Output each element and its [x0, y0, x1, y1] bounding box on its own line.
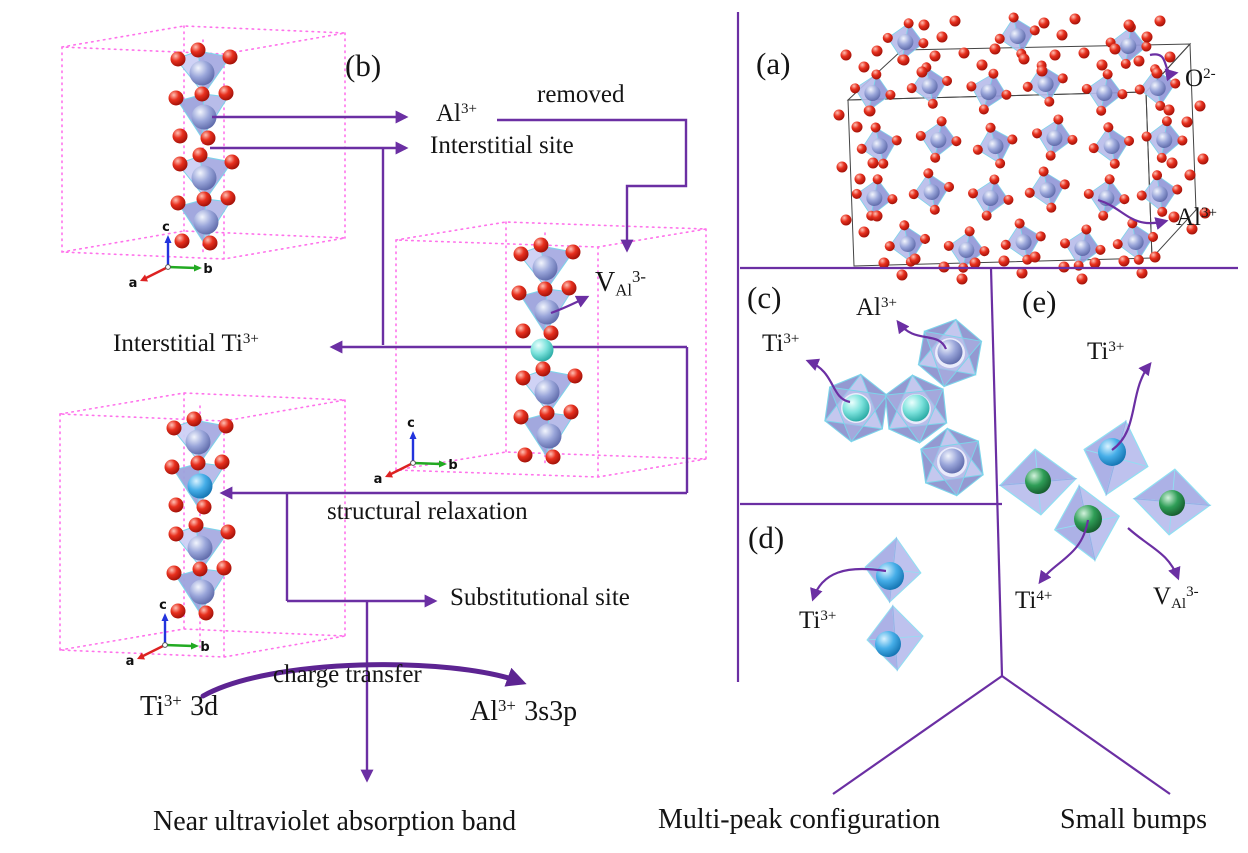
arrow-val-ion-e [1127, 527, 1181, 581]
tree-line-multipeak [832, 675, 1003, 795]
panel-c-label: (c) [747, 280, 782, 315]
arrow-al-ion-a [1097, 198, 1169, 230]
tree-line-smallbumps [1001, 675, 1171, 795]
arrow-ti-ion-d [810, 567, 887, 602]
arrow-ti-ion-c [805, 358, 851, 404]
label-ti3-ion-c: Ti3+ [762, 330, 800, 357]
crystal-interstitial-figure [511, 237, 583, 465]
label-charge-transfer: charge transfer [273, 661, 422, 688]
arrow-val-vacancy [550, 295, 590, 315]
label-v-al-vacancy: VAl3- [595, 267, 646, 300]
annotation-arrows [550, 53, 1181, 602]
panel-dividers [736, 12, 1238, 795]
label-al3-ion-a: Al3+ [1176, 204, 1217, 231]
arrow-al-ion-c [896, 319, 948, 350]
crystal-interstitial-cluster-figure [822, 313, 986, 501]
crystal-multipeak-cluster-figure [996, 412, 1214, 568]
label-o2-ion: O2- [1185, 65, 1216, 92]
arrow-ti4-ion-e [1038, 519, 1090, 585]
interstitial-ti-atom [530, 338, 554, 362]
flow-lines [210, 110, 689, 783]
crystal-substituted-figure [164, 411, 236, 621]
label-al3-ion-c: Al3+ [856, 294, 897, 321]
label-interstitial-ti: Interstitial Ti3+ [113, 330, 259, 357]
panel-b-label: (b) [345, 48, 382, 83]
label-val-ion-e: VAl3- [1153, 583, 1199, 612]
charge-transfer-arc [200, 662, 527, 699]
label-structural-relaxation: structural relaxation [327, 498, 528, 525]
label-ti3-ion-d: Ti3+ [799, 607, 837, 634]
panel-a-label: (a) [756, 46, 791, 81]
label-ti4-ion-e: Ti4+ [1015, 587, 1053, 614]
label-al3-removed: Al3+ [436, 100, 477, 127]
crystal-pristine-figure [168, 42, 240, 251]
label-multi-peak: Multi-peak configuration [658, 804, 941, 835]
arrow-removed-path [497, 118, 688, 253]
label-ti3-ion-e: Ti3+ [1087, 338, 1125, 365]
label-removed: removed [537, 81, 625, 108]
label-al3-3s3p: Al3+3s3p [470, 696, 578, 728]
panel-d-label: (d) [748, 520, 785, 555]
crystal-supercell-figure [833, 7, 1211, 285]
axes-triad-interstitial [372, 414, 459, 489]
label-nuv-band: Near ultraviolet absorption band [153, 806, 517, 837]
crystal-ti-pair-figure [861, 534, 926, 673]
label-interstitial-site: Interstitial site [430, 132, 574, 159]
label-ti3-3d: Ti3+3d [140, 691, 219, 723]
arrow-ti3-ion-e [1111, 361, 1152, 451]
label-small-bumps: Small bumps [1060, 804, 1208, 835]
panel-e-label: (e) [1022, 284, 1057, 319]
arrow-o-ion [1149, 53, 1179, 82]
label-substitutional-site: Substitutional site [450, 584, 630, 611]
